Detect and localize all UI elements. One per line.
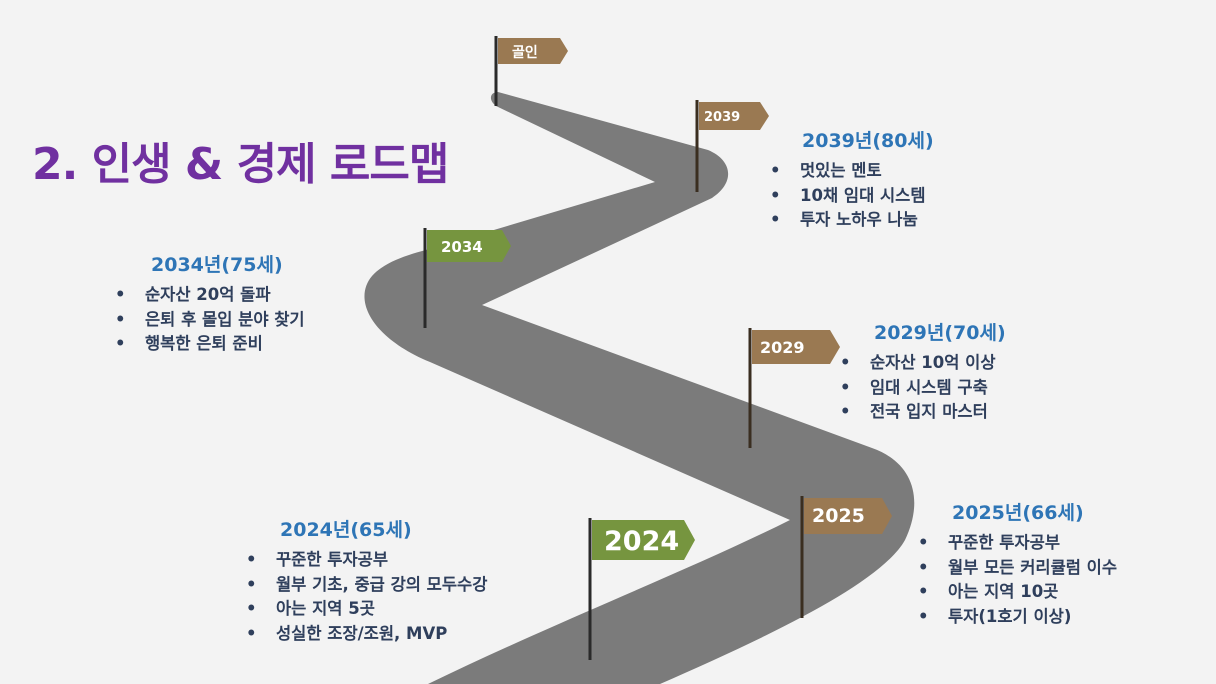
list-item: 전국 입지 마스터 [840,400,1006,425]
milestone-heading: 2029년(70세) [874,322,1006,344]
milestone-2029: 2029년(70세) 순자산 10억 이상 임대 시스템 구축 전국 입지 마스… [840,318,1006,425]
flag-icon [592,520,695,560]
list-item: 행복한 은퇴 준비 [115,332,305,357]
list-item: 멋있는 멘토 [770,159,934,184]
milestone-heading: 2039년(80세) [802,130,934,152]
milestone-2024: 2024년(65세) 꾸준한 투자공부 월부 기초, 중급 강의 모두수강 아는… [246,515,487,646]
milestone-heading: 2025년(66세) [952,502,1084,524]
milestone-list: 꾸준한 투자공부 월부 기초, 중급 강의 모두수강 아는 지역 5곳 성실한 … [246,548,487,646]
list-item: 아는 지역 10곳 [918,580,1117,605]
milestone-heading: 2034년(75세) [151,254,283,276]
milestone-list: 순자산 10억 이상 임대 시스템 구축 전국 입지 마스터 [840,351,1006,425]
list-item: 투자(1호기 이상) [918,605,1117,630]
list-item: 은퇴 후 몰입 분야 찾기 [115,308,305,333]
list-item: 순자산 10억 이상 [840,351,1006,376]
list-item: 월부 기초, 중급 강의 모두수강 [246,573,487,598]
page-title: 2. 인생 & 경제 로드맵 [32,139,449,190]
list-item: 꾸준한 투자공부 [246,548,487,573]
milestone-list: 꾸준한 투자공부 월부 모든 커리큘럼 이수 아는 지역 10곳 투자(1호기 … [918,531,1117,629]
milestone-2025: 2025년(66세) 꾸준한 투자공부 월부 모든 커리큘럼 이수 아는 지역 … [918,498,1117,629]
list-item: 투자 노하우 나눔 [770,208,934,233]
milestone-heading: 2024년(65세) [280,519,412,541]
flag-2039-label: 2039 [704,110,740,125]
flag-2024: 2024 [588,518,695,660]
list-item: 임대 시스템 구축 [840,376,1006,401]
flag-2039: 2039 [695,100,769,192]
list-item: 월부 모든 커리큘럼 이수 [918,556,1117,581]
flag-2029: 2029 [748,328,840,448]
flag-2024-label: 2024 [604,526,679,557]
flag-icon [427,230,511,262]
list-item: 꾸준한 투자공부 [918,531,1117,556]
flag-2025: 2025 [800,496,892,618]
flag-2025-label: 2025 [812,505,865,527]
flag-icon [804,498,892,534]
flag-icon [752,330,840,364]
flag-goal-label: 골인 [512,44,538,61]
flag-2029-label: 2029 [760,338,805,357]
milestone-list: 순자산 20억 돌파 은퇴 후 몰입 분야 찾기 행복한 은퇴 준비 [115,283,305,357]
milestone-2034: 2034년(75세) 순자산 20억 돌파 은퇴 후 몰입 분야 찾기 행복한 … [115,250,305,357]
flag-2034-label: 2034 [441,238,483,256]
list-item: 아는 지역 5곳 [246,597,487,622]
list-item: 10채 임대 시스템 [770,184,934,209]
flag-icon [498,38,568,64]
flag-goal: 골인 [494,36,568,106]
list-item: 성실한 조장/조원, MVP [246,622,487,647]
milestone-2039: 2039년(80세) 멋있는 멘토 10채 임대 시스템 투자 노하우 나눔 [770,126,934,233]
flag-2034: 2034 [423,228,511,328]
list-item: 순자산 20억 돌파 [115,283,305,308]
milestone-list: 멋있는 멘토 10채 임대 시스템 투자 노하우 나눔 [770,159,934,233]
flag-icon [699,102,769,130]
